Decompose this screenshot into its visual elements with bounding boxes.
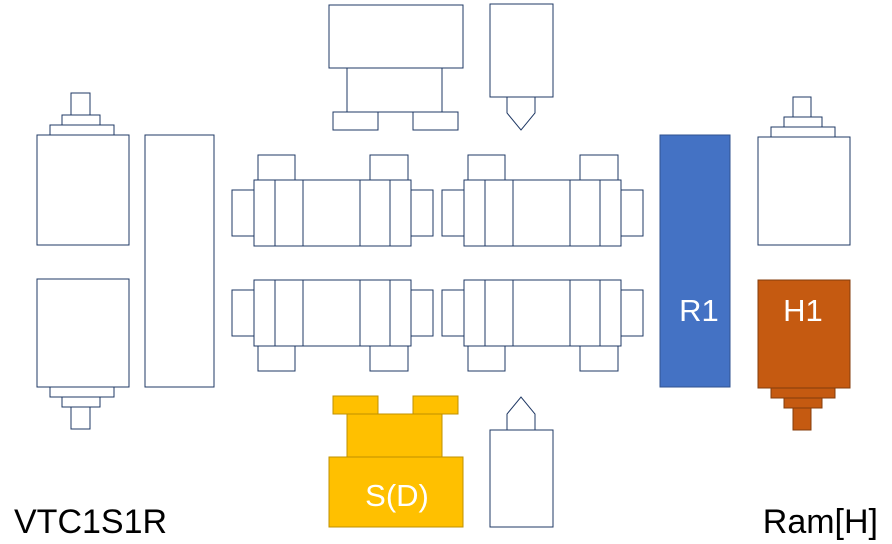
chuck-bottom-left (231, 279, 434, 372)
bottom-tool (489, 396, 554, 528)
sd-label: S(D) (365, 478, 429, 513)
left-column (144, 134, 215, 388)
right-upper-spindle (757, 96, 851, 246)
h1-spindle: H1 (757, 279, 851, 431)
chuck-top-left (231, 154, 434, 247)
h1-label: H1 (783, 293, 823, 328)
bottom-right-label: Ram[H] (763, 503, 878, 541)
sd-head: S(D) (328, 395, 464, 528)
r1-block: R1 (659, 134, 731, 388)
r1-label: R1 (679, 293, 719, 328)
left-upper-spindle (36, 92, 130, 246)
chuck-bottom-right (441, 279, 644, 372)
top-tool (489, 3, 554, 131)
top-head (328, 4, 464, 131)
bottom-left-label: VTC1S1R (14, 503, 167, 541)
left-lower-spindle (36, 278, 130, 430)
chuck-top-right (441, 154, 644, 247)
